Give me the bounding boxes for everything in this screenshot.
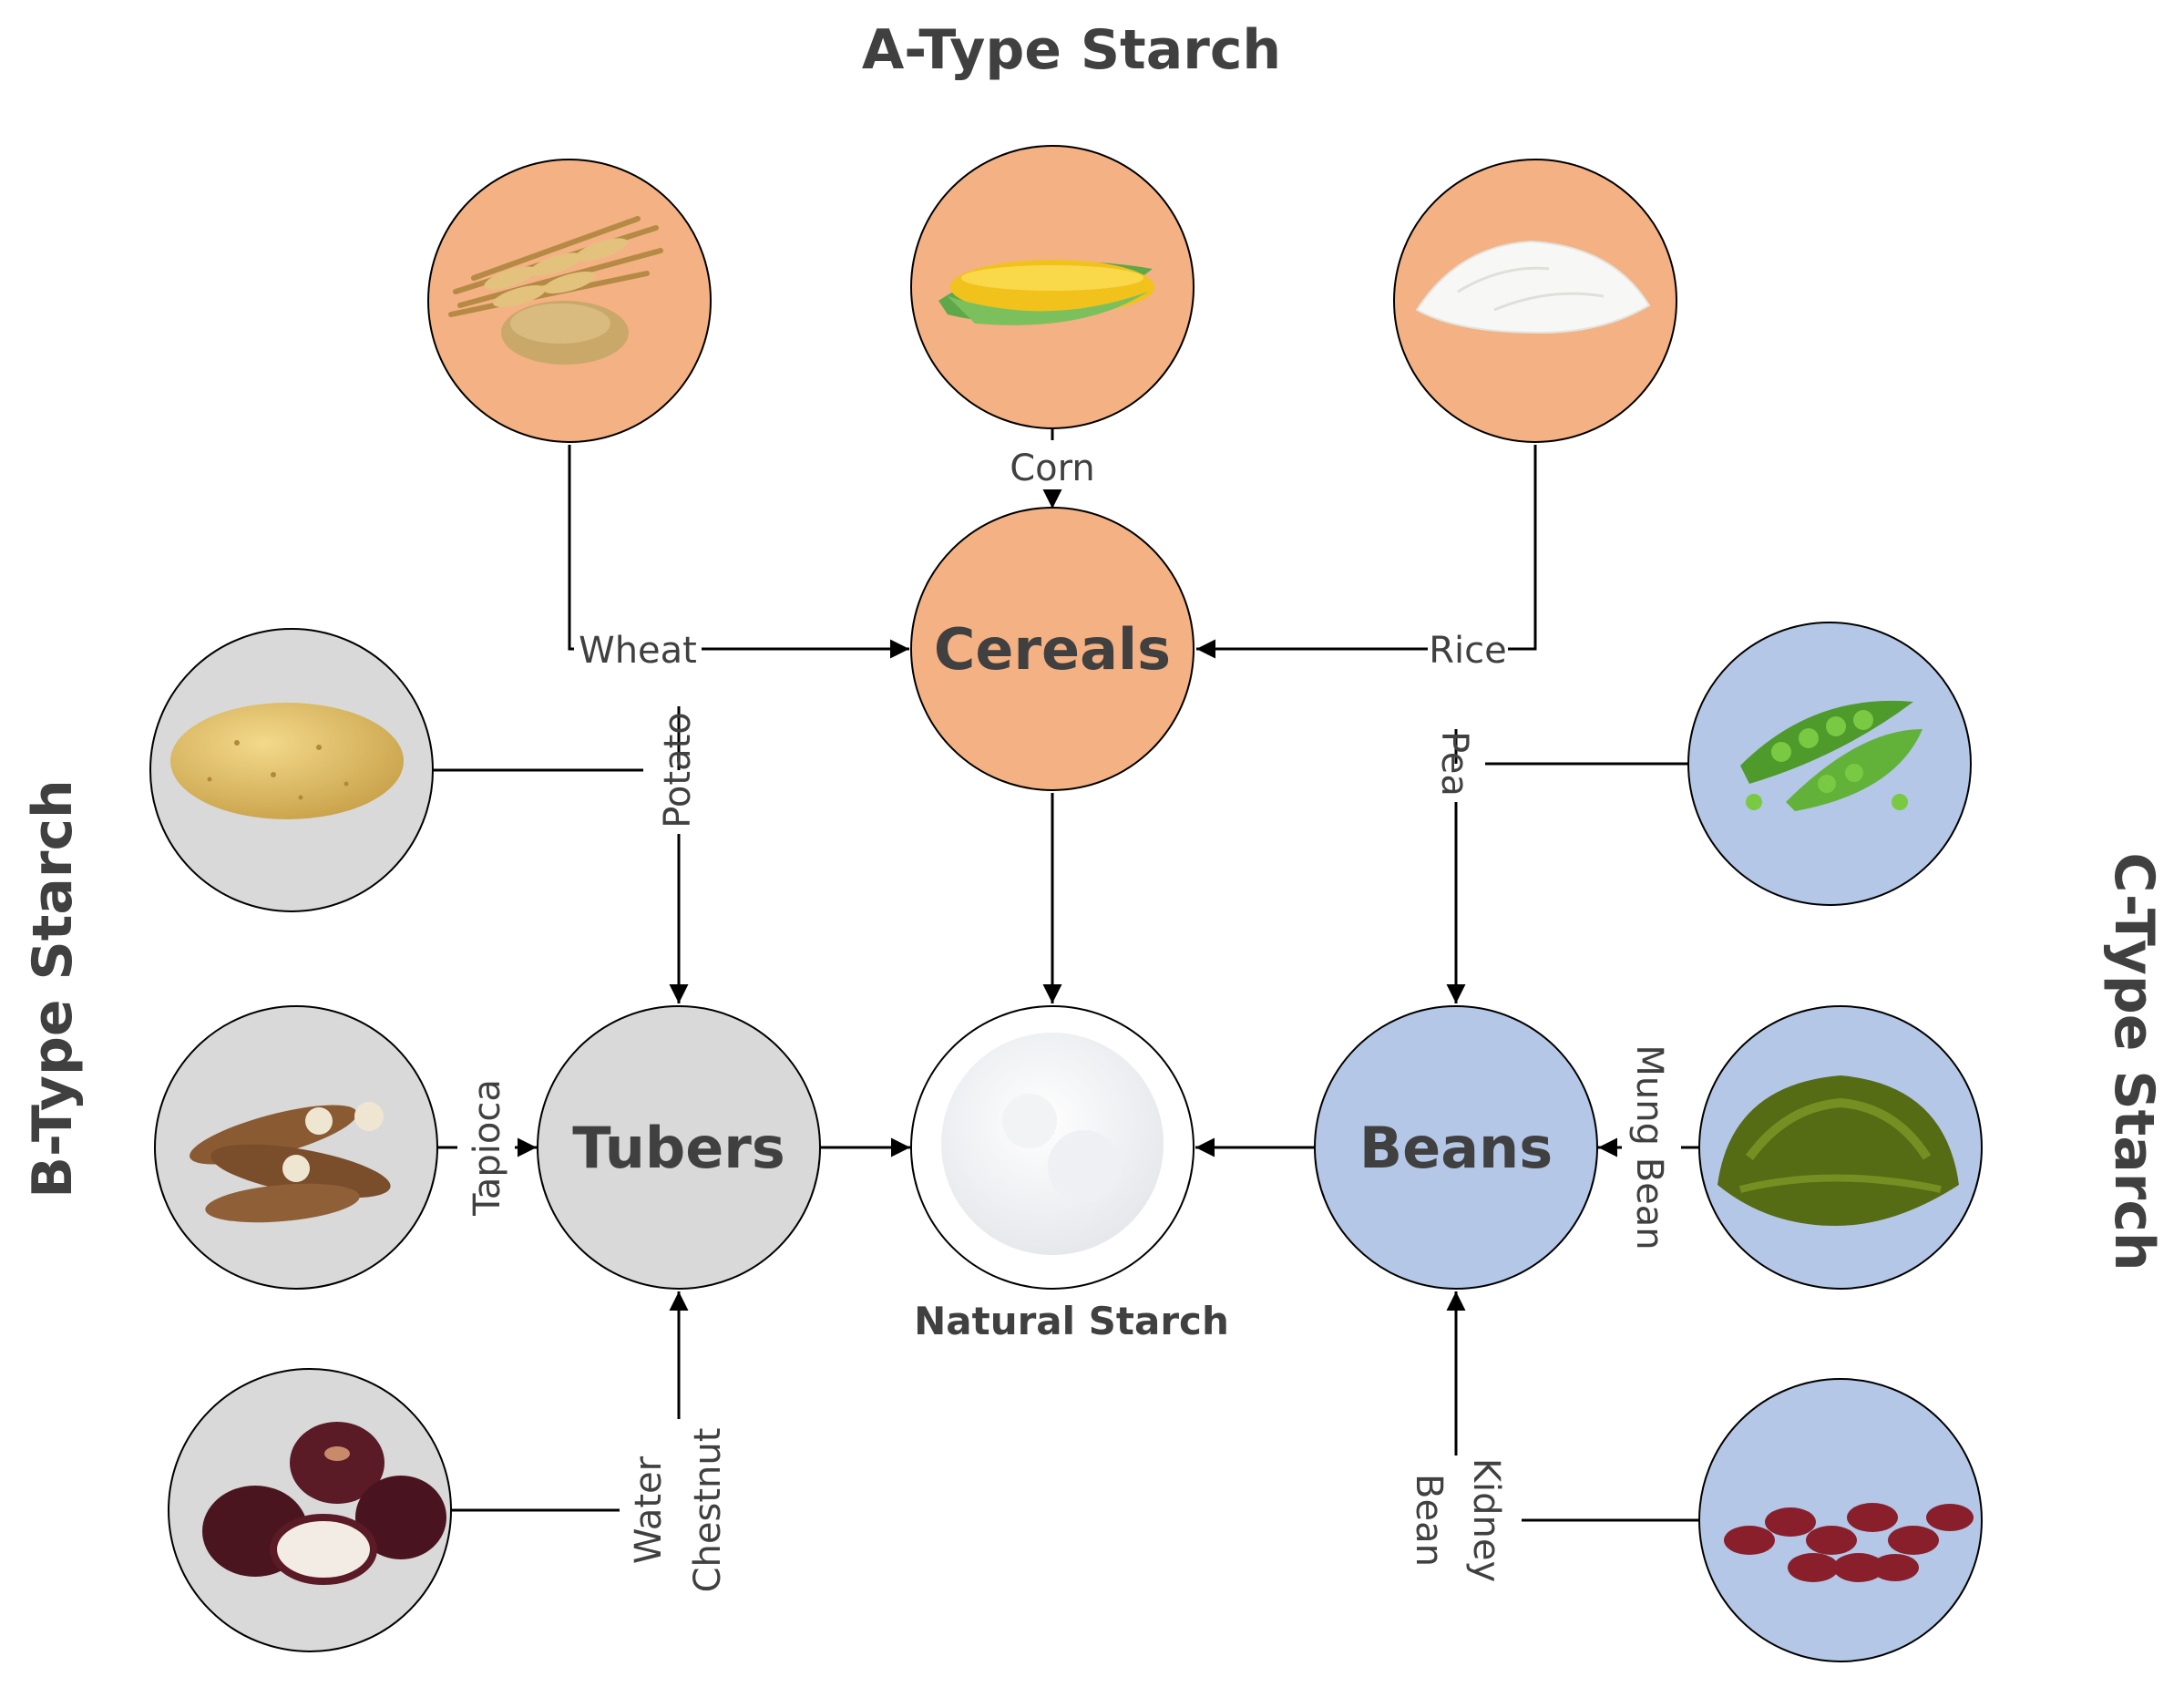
corn-cob-icon <box>938 260 1154 325</box>
kidney-bean-label-line2: Bean <box>1408 1474 1450 1567</box>
potato-node <box>149 628 434 912</box>
cereals-label: Cereals <box>934 616 1171 683</box>
tubers-circle <box>537 1005 821 1290</box>
mung-bean-node <box>1698 1005 1983 1290</box>
b-type-header: B-Type Starch <box>21 779 85 1198</box>
kidney-bean-node <box>1698 1378 1983 1662</box>
pea-label: Pea <box>1433 731 1475 797</box>
corn-node <box>910 145 1195 429</box>
cassava-root-icon <box>190 1102 391 1223</box>
wheat-node <box>427 159 712 443</box>
beans-circle <box>1314 1005 1598 1290</box>
rice-connector <box>1508 445 1537 651</box>
kidney-bean-circle <box>1698 1378 1983 1662</box>
corn-label: Corn <box>1010 447 1095 489</box>
rice-pile-icon <box>1415 240 1651 334</box>
water-chestnut-icon <box>202 1422 446 1585</box>
rice-node <box>1393 159 1677 443</box>
mung-bean-pile-icon <box>1717 1075 1959 1226</box>
kidney-bean-icon <box>1724 1503 1974 1582</box>
kidney-bean-label-line1: Kidney <box>1465 1458 1507 1582</box>
pea-circle <box>1687 622 1972 906</box>
potato-icon <box>170 703 404 819</box>
rice-label: Rice <box>1429 630 1507 672</box>
water-chestnut-circle <box>168 1368 452 1652</box>
cereals-hub: Cereals <box>910 507 1195 791</box>
potato-label: Potato <box>657 712 699 828</box>
tubers-label: Tubers <box>572 1115 785 1181</box>
tubers-hub: Tubers <box>537 1005 821 1290</box>
pea-pod-icon <box>1740 700 1923 811</box>
c-type-header: C-Type Starch <box>2102 852 2166 1270</box>
water-chestnut-label-line1: Water <box>628 1456 670 1564</box>
wheat-connector <box>568 445 574 651</box>
wheat-label: Wheat <box>579 630 697 672</box>
starch-powder-icon <box>941 1033 1164 1255</box>
beans-label: Beans <box>1359 1115 1553 1181</box>
beans-hub: Beans <box>1314 1005 1598 1290</box>
natural-starch-node: Natural Starch <box>910 1005 1229 1343</box>
mung-bean-label: Mung Bean <box>1628 1044 1670 1250</box>
a-type-header: A-Type Starch <box>862 18 1281 82</box>
tapioca-node <box>154 1005 438 1290</box>
water-chestnut-label-line2: Chestnut <box>687 1428 729 1593</box>
water-chestnut-node <box>168 1368 452 1652</box>
cereals-circle <box>910 507 1195 791</box>
wheat-grain-icon <box>448 216 663 365</box>
pea-node <box>1687 622 1972 906</box>
natural-starch-caption: Natural Starch <box>914 1299 1229 1343</box>
tapioca-label: Tapioca <box>467 1079 508 1217</box>
